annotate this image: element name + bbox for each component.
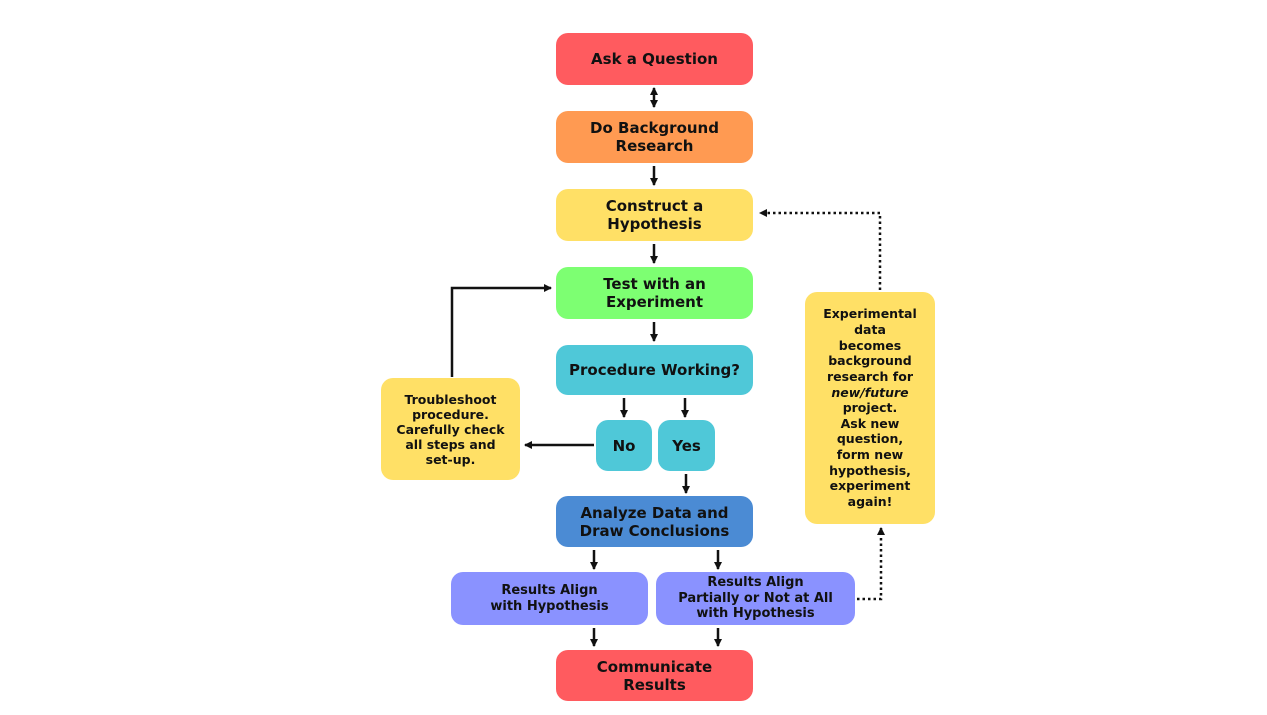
experimental-data-text-start: Experimental data becomes background res… bbox=[823, 306, 917, 384]
ask-question-node: Ask a Question bbox=[556, 33, 753, 85]
no-node: No bbox=[596, 420, 652, 471]
experimental-data-node: Experimental data becomes background res… bbox=[805, 292, 935, 524]
hypothesis-node: Construct a Hypothesis bbox=[556, 189, 753, 241]
experimental-data-text: Experimental data becomes background res… bbox=[823, 306, 917, 509]
troubleshoot-node: Troubleshoot procedure. Carefully check … bbox=[381, 378, 520, 480]
experiment-node: Test with an Experiment bbox=[556, 267, 753, 319]
communicate-results-node: Communicate Results bbox=[556, 650, 753, 701]
experimental-data-text-italic: new/future bbox=[831, 384, 909, 400]
arrow-troubleshoot-experiment bbox=[450, 284, 552, 377]
procedure-working-node: Procedure Working? bbox=[556, 345, 753, 395]
background-research-node: Do Background Research bbox=[556, 111, 753, 163]
dotted-arrow-not-align-experimental-data bbox=[857, 527, 885, 601]
dotted-arrow-experimental-data-hypothesis bbox=[759, 209, 882, 290]
analyze-data-node: Analyze Data and Draw Conclusions bbox=[556, 496, 753, 547]
yes-node: Yes bbox=[658, 420, 715, 471]
results-not-align-node: Results Align Partially or Not at All wi… bbox=[656, 572, 855, 625]
experimental-data-text-end: project. Ask new question, form new hypo… bbox=[829, 400, 911, 509]
results-align-node: Results Align with Hypothesis bbox=[451, 572, 648, 625]
